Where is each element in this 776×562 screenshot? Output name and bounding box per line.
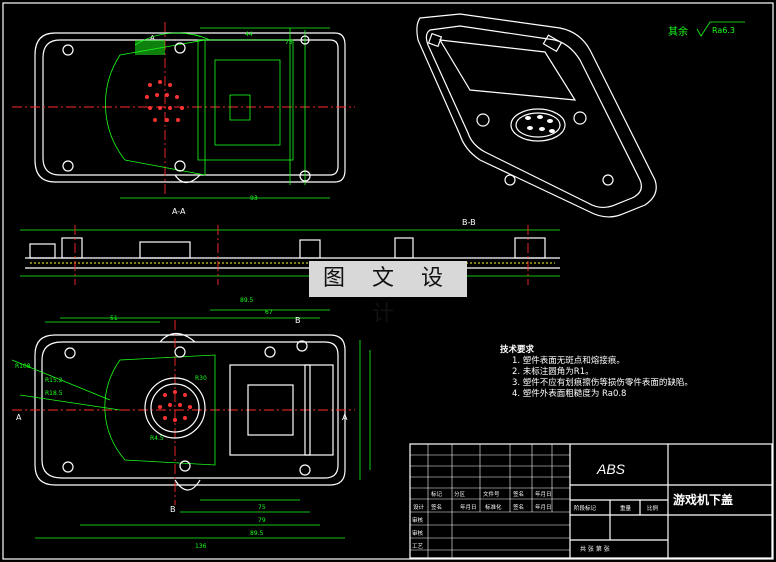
title-right-labels: 阶段标记 重量 比例 <box>574 504 659 512</box>
cut-a-top: A <box>150 34 155 42</box>
svg-text:标记: 标记 <box>431 490 443 498</box>
isometric-view <box>416 13 657 218</box>
cut-b-top: B <box>295 316 301 325</box>
dim-89-5-top: 89.5 <box>240 297 254 304</box>
svg-text:审核: 审核 <box>412 529 424 537</box>
sheet-count: 共 张 第 张 <box>580 545 610 553</box>
dim-r4-5: R4.5 <box>150 435 164 442</box>
title-row-2: 设计 签名 年月日 标准化 签名 年月日 <box>413 503 552 511</box>
material-label: ABS <box>596 461 626 477</box>
dim-75: 75 <box>285 39 293 46</box>
tech-item-3: 3. 塑件不应有划痕擦伤等损伤零件表面的缺陷。 <box>512 378 693 388</box>
dim-r15-2: R15.2 <box>45 377 63 384</box>
cut-b-bottom: B <box>170 505 176 514</box>
svg-text:签名: 签名 <box>431 503 442 511</box>
dim-79: 79 <box>258 517 266 524</box>
roughness-symbol <box>696 21 745 37</box>
watermark-banner: 图 文 设 计 <box>309 261 467 327</box>
dim-93: 93 <box>250 195 258 202</box>
title-row-1: 标记 分区 文件号 签名 年月日 <box>431 490 552 498</box>
svg-text:年月日: 年月日 <box>460 503 477 511</box>
section-aa-label: A-A <box>172 207 186 216</box>
title-side-labels: 审核 审核 工艺 <box>412 516 424 550</box>
dim-44: 44 <box>245 31 253 38</box>
part-name: 游戏机下盖 <box>673 492 733 507</box>
roughness-prefix: 其余 <box>668 25 688 38</box>
svg-text:设计: 设计 <box>413 503 425 511</box>
tech-item-2: 2. 未标注圆角为R1。 <box>512 367 594 377</box>
cut-a-right: A <box>342 413 348 422</box>
dim-r30: R30 <box>195 375 207 382</box>
svg-text:重量: 重量 <box>620 504 632 512</box>
svg-text:年月日: 年月日 <box>535 490 552 498</box>
dim-136: 136 <box>195 543 207 550</box>
title-block <box>409 443 773 559</box>
dim-r108: R108 <box>15 363 31 370</box>
svg-text:签名: 签名 <box>513 490 524 498</box>
dim-67: 67 <box>265 309 273 316</box>
dim-51: 51 <box>110 315 118 322</box>
svg-text:文件号: 文件号 <box>483 490 500 498</box>
svg-text:阶段标记: 阶段标记 <box>574 504 597 512</box>
tech-item-4: 4. 塑件外表面粗糙度为 Ra0.8 <box>512 389 627 399</box>
svg-text:比例: 比例 <box>647 504 659 512</box>
dim-75: 75 <box>258 504 266 511</box>
tech-heading: 技术要求 <box>500 345 535 355</box>
tech-requirements: 技术要求 1. 塑件表面无斑点和熔接痕。 2. 未标注圆角为R1。 3. 塑件不… <box>500 345 693 400</box>
svg-text:标准化: 标准化 <box>485 503 502 511</box>
section-strip <box>20 225 560 285</box>
svg-text:年月日: 年月日 <box>535 503 552 511</box>
dim-89-5: 89.5 <box>250 530 264 537</box>
roughness-value: Ra6.3 <box>712 26 735 35</box>
top-view <box>12 22 355 199</box>
plan-view <box>11 309 371 539</box>
tech-item-1: 1. 塑件表面无斑点和熔接痕。 <box>512 356 625 366</box>
svg-text:分区: 分区 <box>454 490 466 498</box>
svg-text:工艺: 工艺 <box>412 543 424 550</box>
svg-text:审核: 审核 <box>412 516 424 524</box>
cut-a-left: A <box>16 413 22 422</box>
svg-text:签名: 签名 <box>513 503 524 511</box>
dim-r18-5: R18.5 <box>45 390 63 397</box>
section-bb-label: B-B <box>462 218 476 227</box>
